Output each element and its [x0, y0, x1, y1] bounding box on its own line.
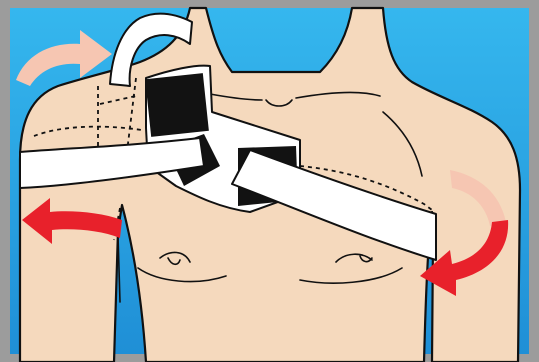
electrode-pad-upper	[145, 73, 209, 137]
